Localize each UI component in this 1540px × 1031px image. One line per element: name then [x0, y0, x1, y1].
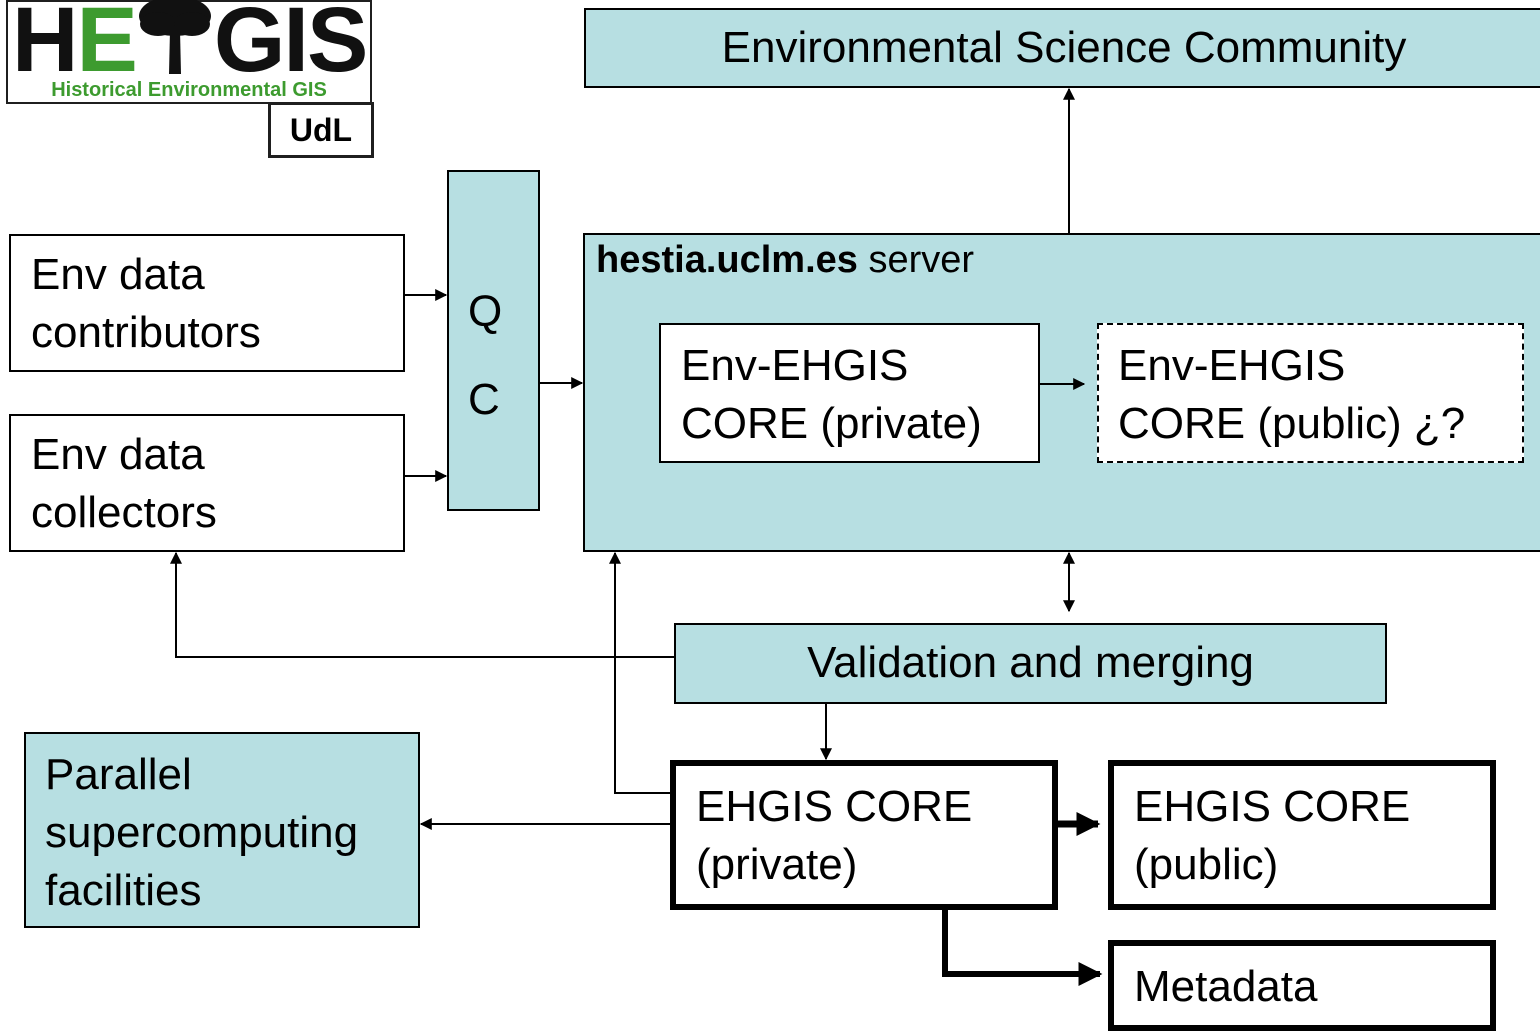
ehgis-core-public-label: EHGIS CORE (public): [1134, 782, 1411, 889]
contributors-box: Env data contributors: [9, 234, 405, 372]
metadata-box: Metadata: [1108, 940, 1496, 1031]
parallel-box: Parallel supercomputing facilities: [24, 732, 420, 928]
logo-wordmark: HE GIS: [12, 0, 368, 86]
collectors-box: Env data collectors: [9, 414, 405, 552]
logo-tagline: Historical Environmental GIS: [51, 79, 327, 101]
ehgis-core-public-box: EHGIS CORE (public): [1108, 760, 1496, 910]
env-core-public-box: Env-EHGIS CORE (public) ¿?: [1097, 323, 1524, 463]
edge-validation-collectors: [170, 551, 674, 658]
parallel-label: Parallel supercomputing facilities: [45, 750, 359, 915]
qc-box: Q C: [447, 170, 540, 511]
validation-label: Validation and merging: [807, 638, 1254, 687]
hegis-logo: HE GIS Historical Environmental GIS: [6, 0, 372, 104]
collectors-label: Env data collectors: [31, 430, 217, 537]
logo-letters-gis: GIS: [213, 0, 368, 91]
logo-letter-e: E: [76, 0, 137, 91]
validation-box: Validation and merging: [674, 623, 1387, 704]
tree-icon: [138, 0, 211, 74]
qc-label: Q C: [468, 287, 503, 424]
metadata-label: Metadata: [1134, 962, 1318, 1011]
env-core-public-label: Env-EHGIS CORE (public) ¿?: [1118, 341, 1466, 448]
edge-ehgis-private-server: [609, 551, 670, 794]
ehgis-core-private-box: EHGIS CORE (private): [670, 760, 1058, 910]
community-box: Environmental Science Community: [584, 8, 1540, 88]
ehgis-core-private-label: EHGIS CORE (private): [696, 782, 973, 889]
env-core-private-box: Env-EHGIS CORE (private): [659, 323, 1040, 463]
edge-ehgis-private-metadata: [942, 910, 1103, 986]
contributors-label: Env data contributors: [31, 250, 261, 357]
env-core-private-label: Env-EHGIS CORE (private): [681, 341, 982, 448]
server-title: hestia.uclm.es server: [596, 239, 975, 281]
udl-badge: UdL: [268, 102, 374, 158]
community-label: Environmental Science Community: [721, 23, 1407, 72]
logo-letter-h: H: [12, 0, 78, 91]
